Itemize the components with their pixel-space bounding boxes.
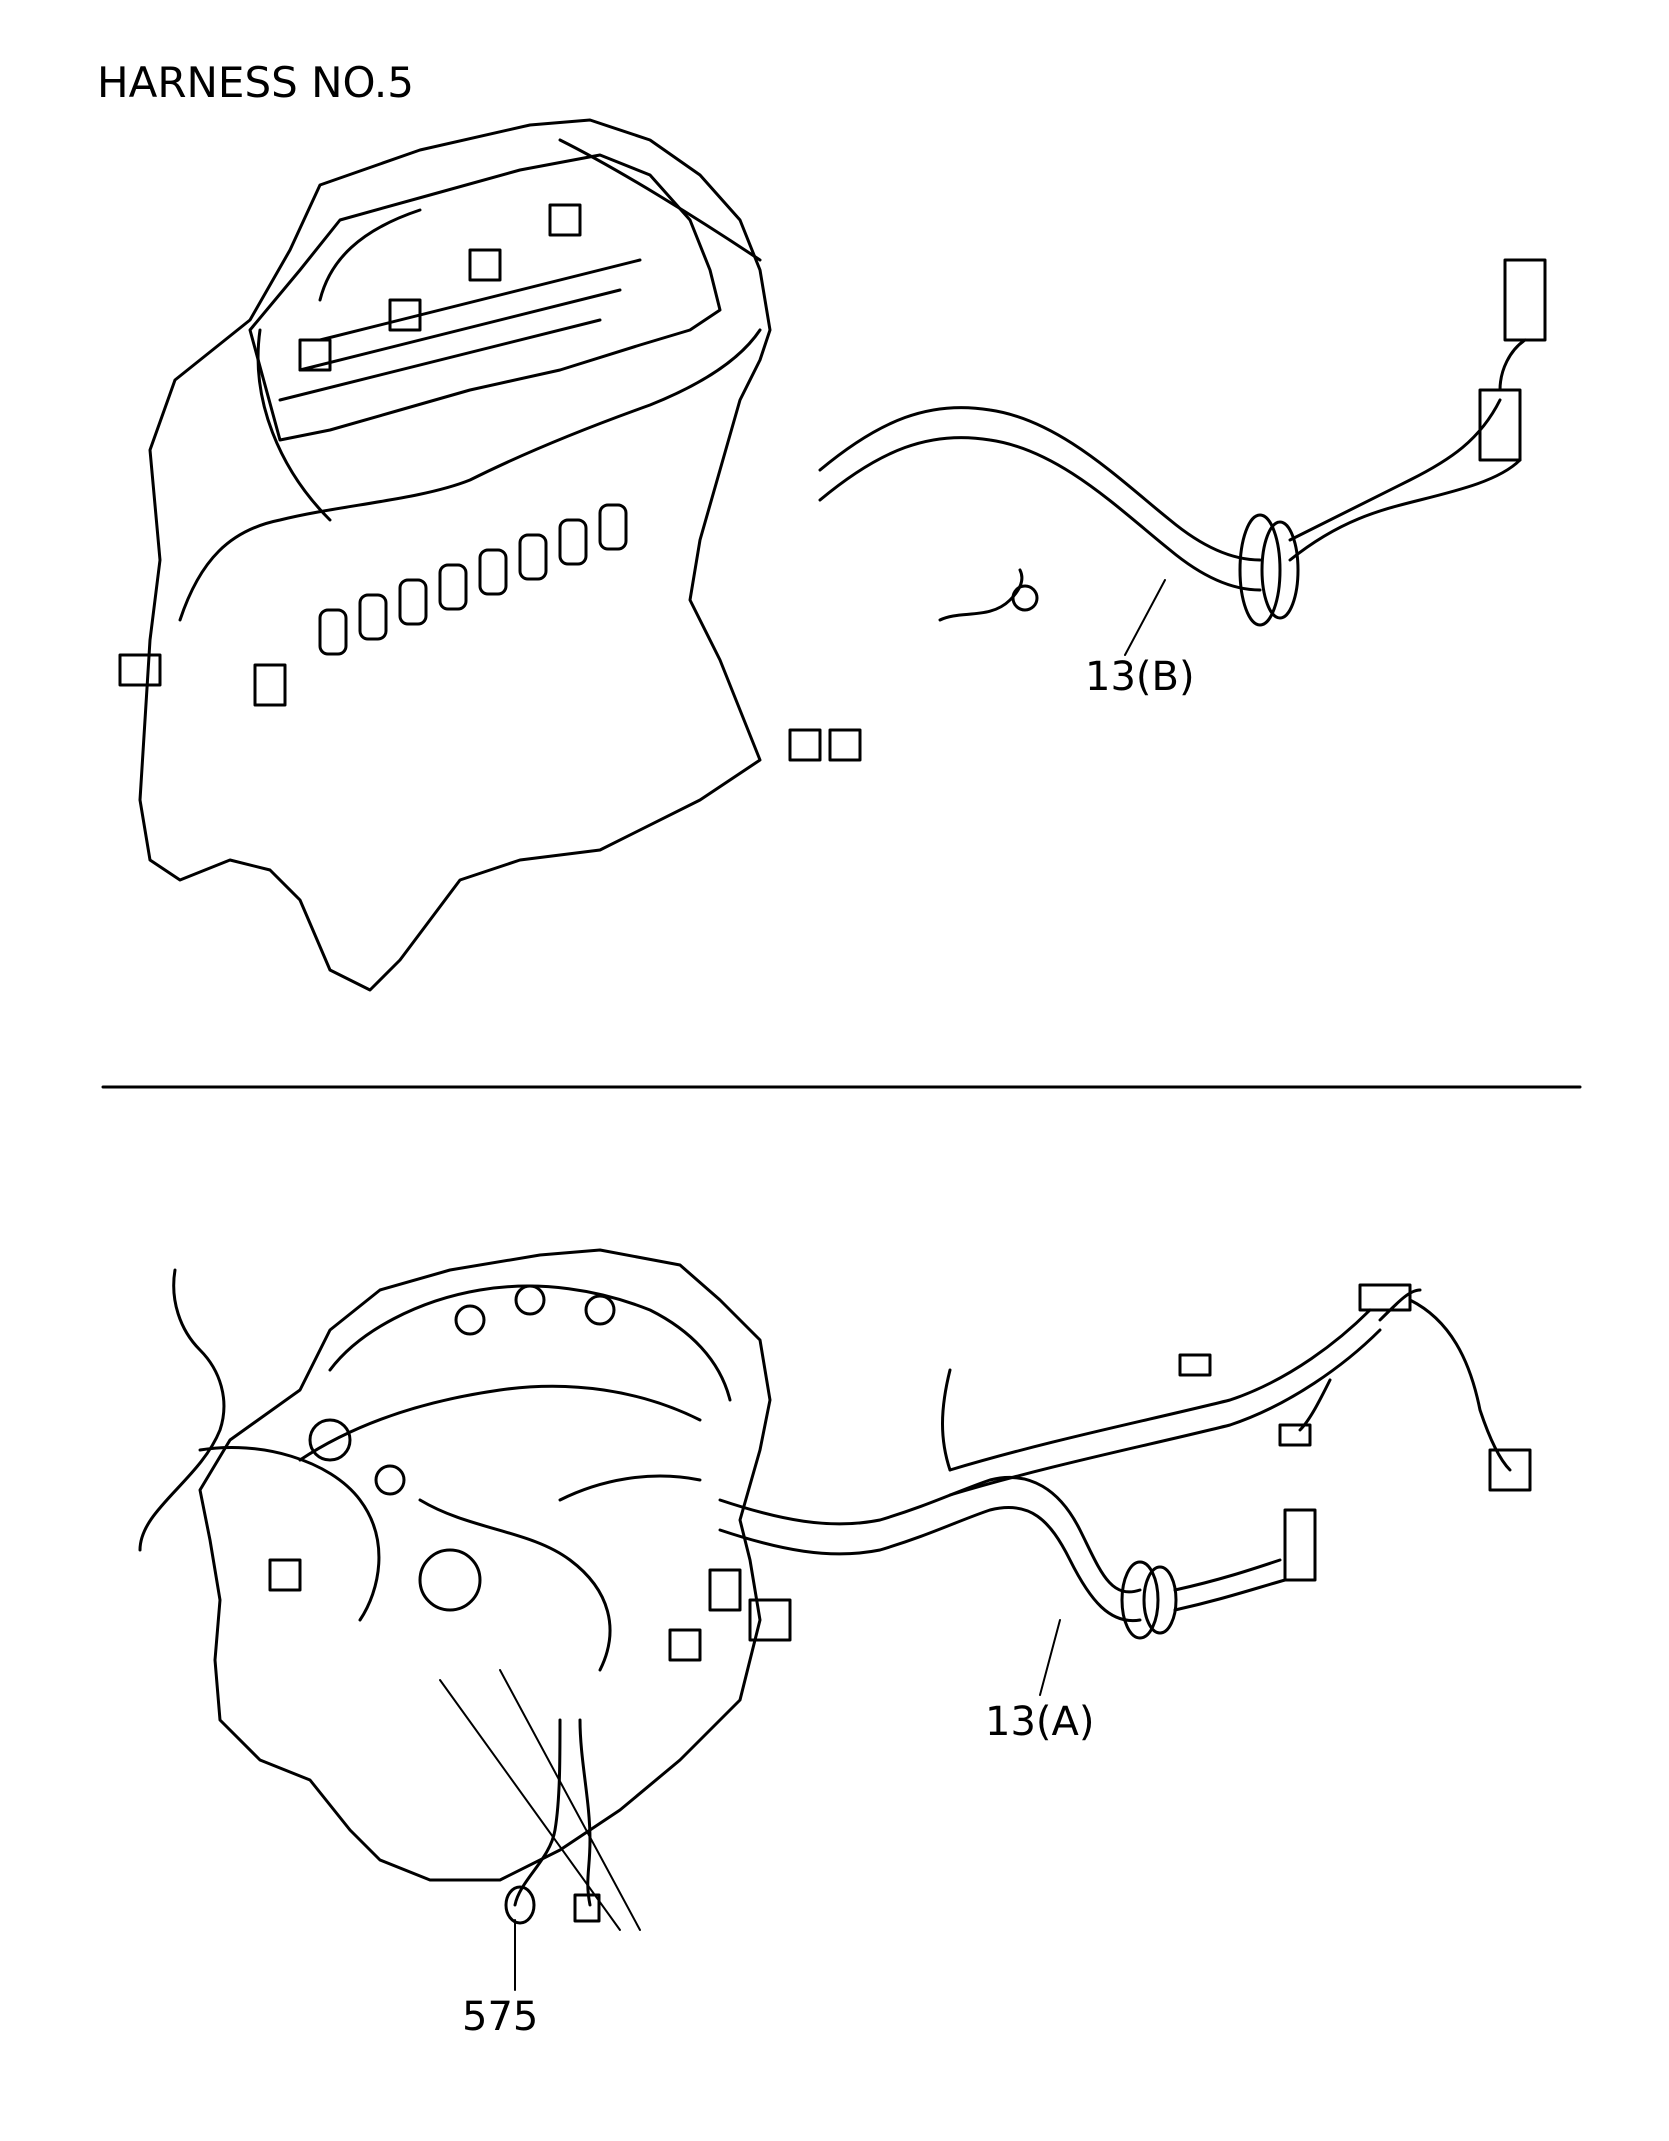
- callout-13b: 13(B): [1085, 654, 1195, 700]
- callout-575-arrows: [439, 1669, 641, 1931]
- lower-top-details: [308, 1284, 616, 1612]
- lower-sensor-575: [504, 1885, 536, 1925]
- lower-engine-block: [198, 1248, 772, 1882]
- lower-engine-harness: [138, 1268, 702, 1672]
- lower-sensor-lead: [513, 1718, 562, 1907]
- lower-main-harness: [718, 1475, 1142, 1594]
- upper-grommet: [1238, 513, 1300, 627]
- lower-top-casting: [328, 1284, 732, 1402]
- callout-13a-leader: [1039, 1619, 1061, 1696]
- upper-valve-cover: [248, 153, 722, 442]
- callout-13b-leader: [1124, 579, 1166, 656]
- lower-grommet: [1120, 1560, 1178, 1640]
- page-title: HARNESS NO.5: [97, 58, 414, 107]
- callout-575: 575: [462, 1994, 538, 2040]
- upper-sensor: [1011, 584, 1039, 612]
- lower-branch-connectors: [1178, 1283, 1532, 1492]
- upper-intake-ports: [318, 503, 628, 656]
- lower-upper-branch: [948, 1308, 1372, 1472]
- upper-engine-view: [118, 118, 1547, 992]
- upper-sensor-lead: [938, 568, 1024, 622]
- lower-sensor-plug: [573, 1893, 601, 1923]
- upper-side-connectors: [118, 653, 862, 762]
- upper-main-harness: [818, 406, 1262, 562]
- callout-13a: 13(A): [985, 1699, 1094, 1745]
- lower-side-components: [268, 1558, 792, 1662]
- upper-end-connectors: [1478, 258, 1547, 462]
- upper-engine-harness: [178, 138, 762, 622]
- upper-engine-block: [138, 118, 772, 992]
- upper-branch-harness: [1288, 398, 1522, 562]
- lower-engine-view: [138, 1248, 1532, 1991]
- upper-coil-connectors: [298, 203, 582, 372]
- lower-grommet-lead: [1173, 1558, 1287, 1612]
- lower-grommet-connector: [1283, 1508, 1317, 1582]
